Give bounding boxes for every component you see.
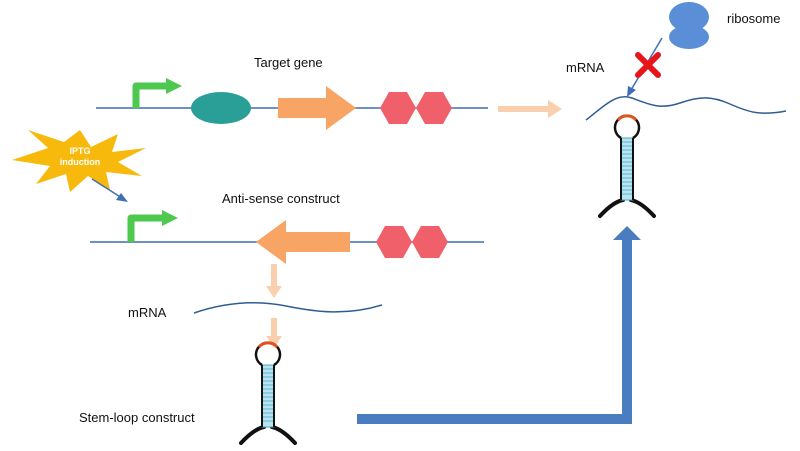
iptg-burst-icon	[12, 130, 146, 192]
target-mrna-strand	[585, 95, 787, 121]
antisense-construct-label: Anti-sense construct	[222, 191, 340, 206]
mrna-label-top: mRNA	[566, 60, 605, 75]
antisense-mrna-strand	[193, 301, 383, 314]
operator-icon	[191, 92, 251, 124]
stem-loop-icon	[598, 113, 656, 218]
antisense-gene-arrow	[256, 220, 350, 264]
stem-loop-construct-label: Stem-loop construct	[79, 410, 195, 425]
transcription-arrow	[498, 100, 562, 118]
mrna-label-bottom: mRNA	[128, 305, 167, 320]
transcription-arrow	[266, 264, 282, 298]
stem-loop-icon	[239, 340, 297, 445]
ribosome-label: ribosome	[727, 11, 781, 26]
target-gene-label: Target gene	[254, 55, 323, 70]
promoter-icon	[127, 210, 178, 242]
iptg-induction-arrow	[91, 178, 128, 202]
ribosome-icon	[669, 2, 709, 49]
iptg-label-line1: IPTG	[69, 146, 91, 156]
terminator-icon	[380, 92, 452, 124]
block-x-icon	[635, 52, 661, 78]
target-gene-arrow	[278, 86, 356, 130]
iptg-induction-label: IPTG induction	[52, 146, 108, 168]
iptg-label-line2: induction	[59, 157, 101, 167]
promoter-icon	[132, 78, 182, 108]
terminator-icon	[376, 226, 448, 258]
folding-arrow	[266, 318, 282, 348]
